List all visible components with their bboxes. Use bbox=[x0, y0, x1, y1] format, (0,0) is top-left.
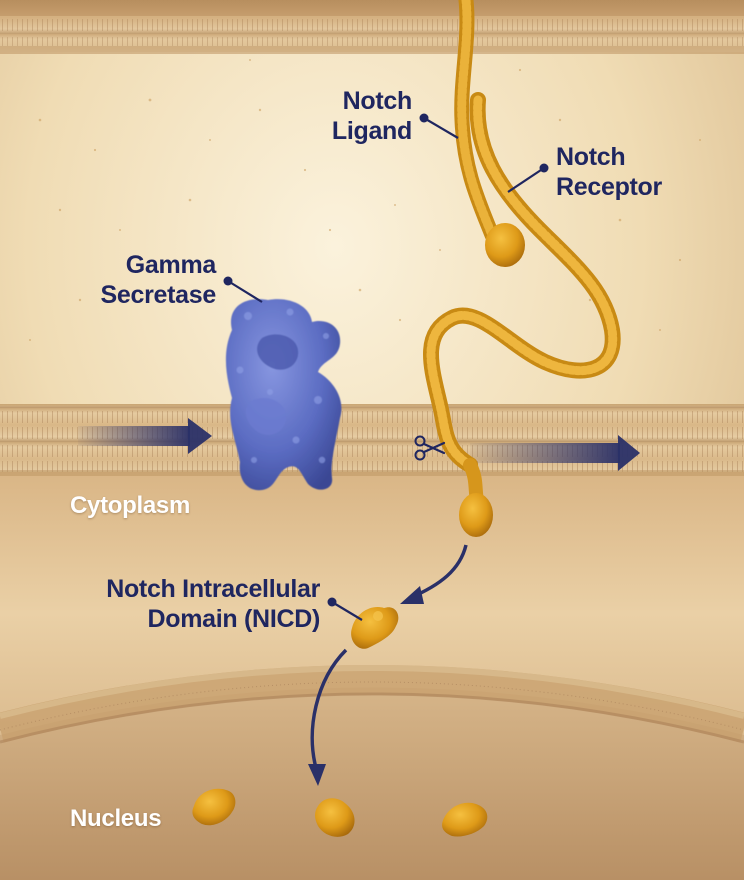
gamma-secretase bbox=[225, 299, 342, 491]
membrane-arrow-left bbox=[78, 418, 212, 454]
secretase-leader bbox=[223, 276, 263, 303]
top-cell-membrane bbox=[0, 0, 744, 54]
gamma-secretase-label-line2: Secretase bbox=[100, 281, 217, 309]
membrane-arrow-right bbox=[470, 435, 640, 471]
nicd-label: Notch Intracellular Domain (NICD) bbox=[60, 574, 320, 634]
gamma-secretase-label-line1: Gamma bbox=[125, 251, 217, 279]
translocation-arrow bbox=[310, 648, 348, 769]
notch-receptor-label: Notch Receptor bbox=[556, 142, 696, 202]
nicd-label-line1: Notch Intracellular bbox=[106, 575, 320, 603]
notch-ligand-label-line1: Notch bbox=[342, 87, 413, 115]
translocation-arrowhead bbox=[308, 764, 326, 786]
nucleus-region bbox=[0, 665, 744, 880]
nicd-protein bbox=[351, 606, 399, 649]
scissors-icon bbox=[414, 435, 446, 461]
nicd-leader bbox=[327, 597, 363, 621]
receptor-leader bbox=[507, 163, 549, 193]
nuclear-nicd-2 bbox=[315, 798, 355, 837]
nicd-label-line2: Domain (NICD) bbox=[147, 605, 321, 633]
release-arrowhead bbox=[400, 586, 424, 604]
notch-receptor-label-line2: Receptor bbox=[556, 173, 662, 201]
notch-ligand-label-line2: Ligand bbox=[331, 117, 412, 145]
ligand-leader bbox=[419, 113, 459, 139]
background-speckles bbox=[29, 59, 701, 341]
gamma-secretase-label: Gamma Secretase bbox=[80, 250, 217, 310]
notch-receptor-label-line1: Notch bbox=[556, 143, 626, 171]
notch-ligand bbox=[454, 0, 525, 267]
nuclear-nicd-1 bbox=[192, 788, 236, 826]
nuclear-nicd-3 bbox=[442, 802, 488, 837]
notch-receptor bbox=[423, 92, 621, 537]
cytoplasm-label: Cytoplasm bbox=[70, 492, 190, 519]
nucleus-label: Nucleus bbox=[70, 805, 162, 832]
notch-ligand-label: Notch Ligand bbox=[300, 86, 412, 146]
